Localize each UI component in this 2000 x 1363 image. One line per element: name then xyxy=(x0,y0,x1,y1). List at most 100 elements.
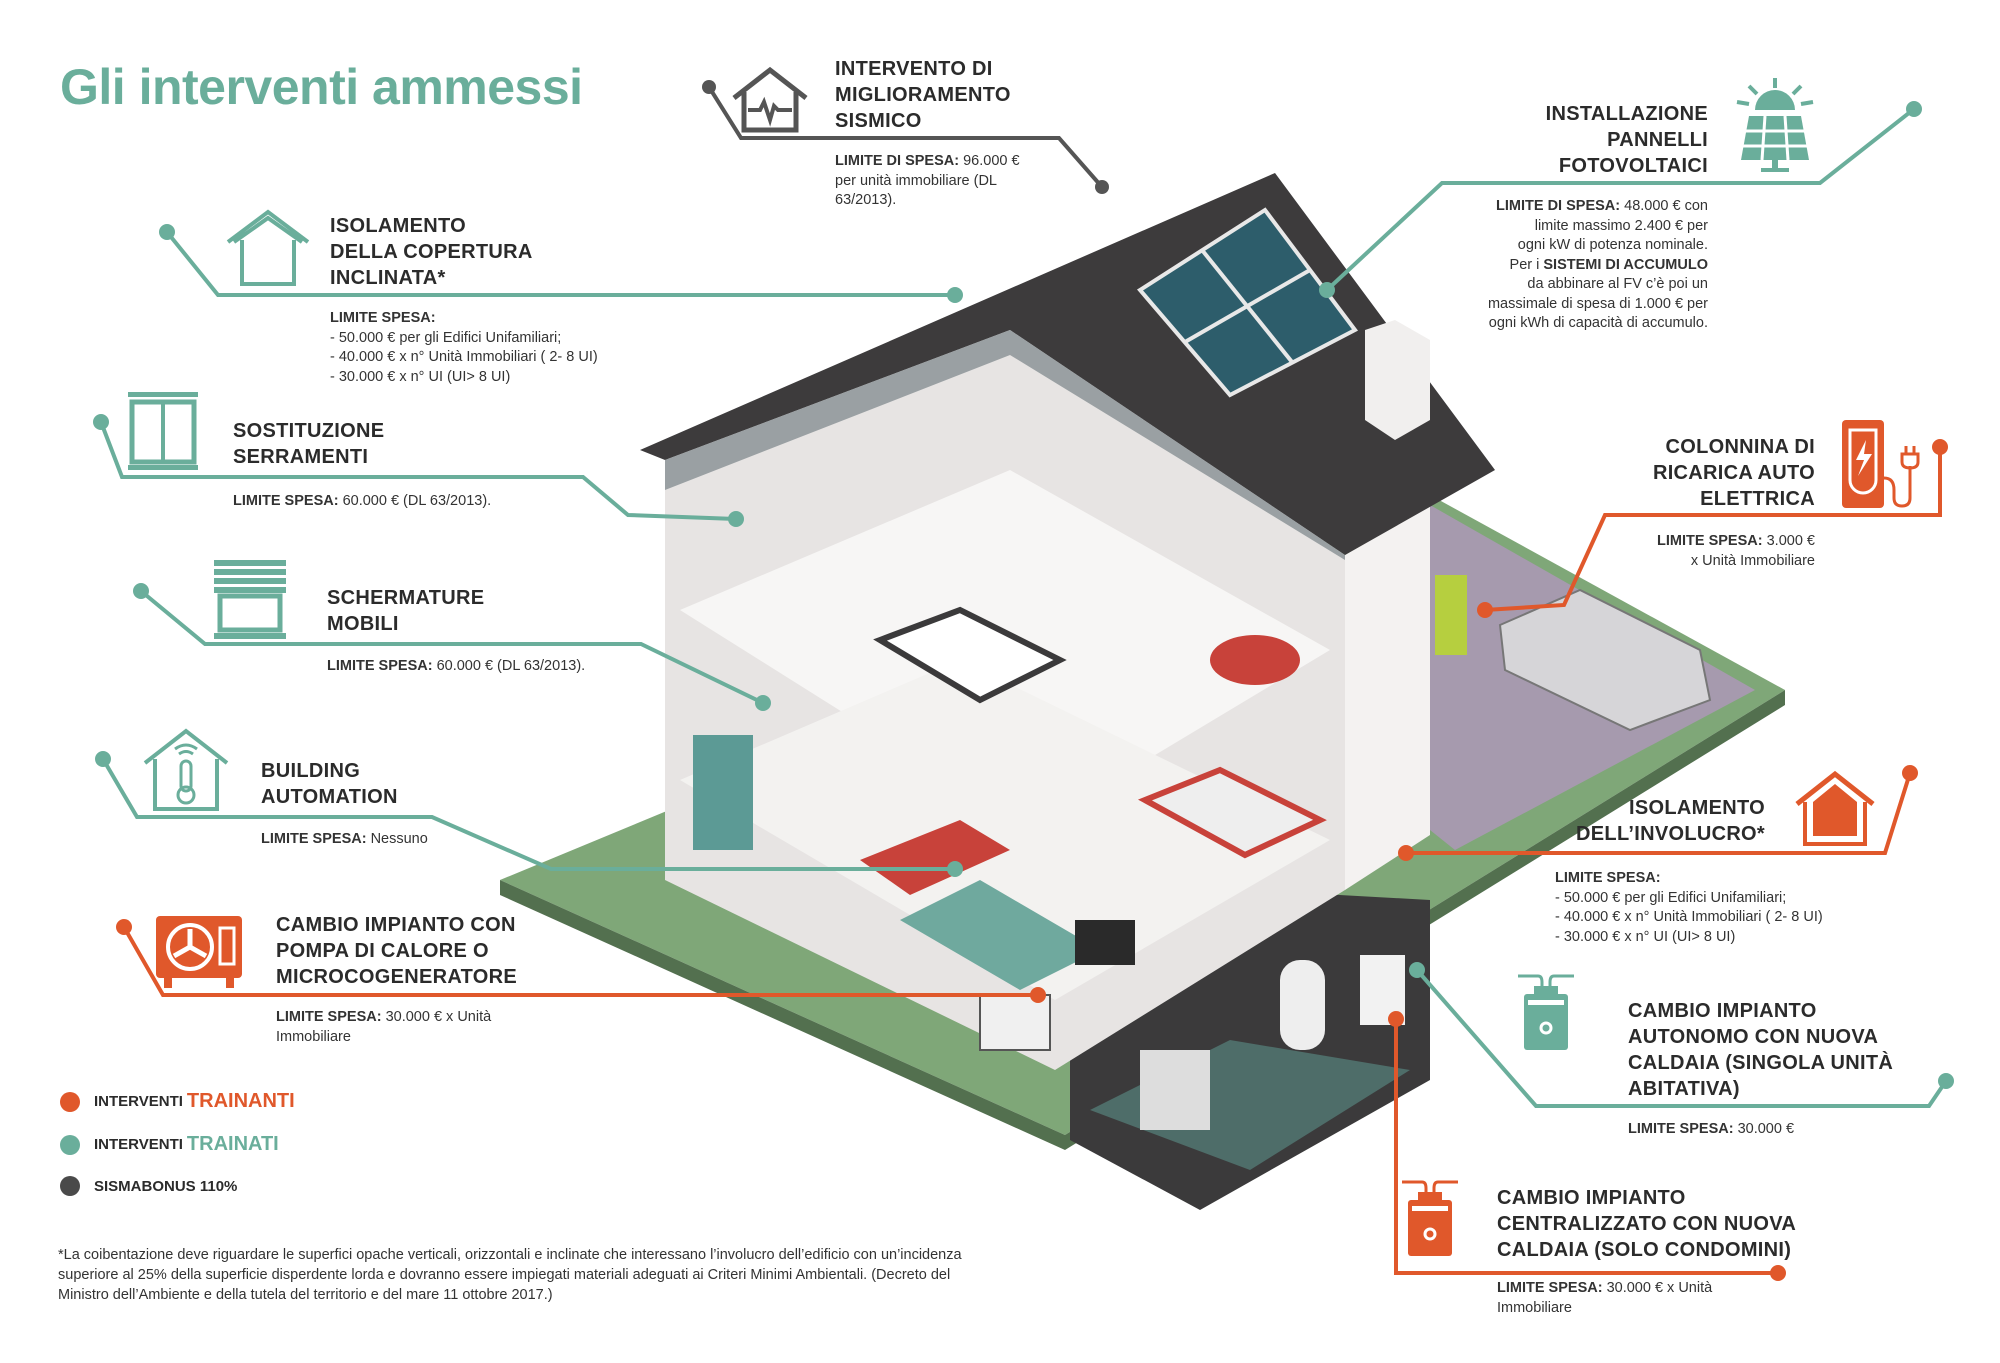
solar-panels xyxy=(1136,207,1359,398)
pompa-title-1: CAMBIO IMPIANTO CON xyxy=(276,914,516,936)
leader-sismico xyxy=(707,85,1104,189)
centralizzato-callout: CAMBIO IMPIANTO CENTRALIZZATO CON NUOVA … xyxy=(1497,1185,1796,1318)
leader-centralizzato xyxy=(1394,1019,1778,1275)
legend-highlight: TRAINANTI xyxy=(186,1090,295,1112)
chimney xyxy=(1365,320,1430,440)
pompa-limit-line: Immobiliare xyxy=(276,1028,351,1045)
automation-limit-label: LIMITE SPESA: xyxy=(261,831,367,847)
autonomo-title-2: AUTONOMO CON NUOVA xyxy=(1628,1026,1879,1048)
pompa-title-2: POMPA DI CALORE O xyxy=(276,940,489,962)
leader-fotovoltaico xyxy=(1325,107,1916,292)
involucro-limit-line: - 40.000 € x n° Unità Immobiliari ( 2- 8… xyxy=(1555,909,1823,925)
tv xyxy=(1075,920,1135,965)
leader-pompa xyxy=(122,926,1038,997)
copertura-limit-line: - 50.000 € per gli Edifici Unifamiliari; xyxy=(330,329,562,346)
blinds-icon xyxy=(214,560,286,639)
colonnina-title-2: RICARICA AUTO xyxy=(1652,462,1815,484)
leader-automation xyxy=(101,757,955,871)
colonnina-limit-value: 3.000 € xyxy=(1766,533,1815,549)
boiler-icon xyxy=(1402,1180,1458,1256)
house-seismic-icon xyxy=(732,66,808,133)
centralizzato-title-3: CALDAIA (SOLO CONDOMINI) xyxy=(1497,1239,1792,1261)
fotovoltaico-limit-line: limite massimo 2.400 € per xyxy=(1534,217,1708,234)
fotovoltaico-title-1: INSTALLAZIONE xyxy=(1545,103,1708,125)
accumulo-line: da abbinare al FV c’è poi un xyxy=(1527,276,1708,292)
involucro-limit-line: - 30.000 € x n° UI (UI> 8 UI) xyxy=(1555,928,1736,945)
legend-sismabonus: SISMABONUS 110% xyxy=(60,1176,237,1196)
table xyxy=(1210,635,1300,685)
involucro-limit-label: LIMITE SPESA: xyxy=(1555,870,1661,886)
smart-thermometer-icon xyxy=(143,728,229,811)
centralizzato-limit-label: LIMITE SPESA: xyxy=(1497,1280,1603,1296)
fotovoltaico-limit-line: ogni kW di potenza nominale. xyxy=(1517,237,1708,253)
copertura-title-3: INCLINATA* xyxy=(330,267,446,289)
centralizzato-title-2: CENTRALIZZATO CON NUOVA xyxy=(1497,1213,1797,1235)
involucro-callout: ISOLAMENTO DELL’INVOLUCRO* xyxy=(1576,795,1765,847)
ev-charger xyxy=(1435,575,1467,655)
house-right-wall xyxy=(1345,505,1430,890)
sismico-title-2: MIGLIORAMENTO xyxy=(835,84,1011,106)
schermature-title-2: MOBILI xyxy=(327,613,399,635)
copertura-callout: ISOLAMENTO DELLA COPERTURA INCLINATA* LI… xyxy=(330,213,598,387)
colonnina-title-1: COLONNINA DI xyxy=(1665,436,1815,458)
accumulo-prefix: Per i xyxy=(1509,256,1540,273)
autonomo-callout: CAMBIO IMPIANTO AUTONOMO CON NUOVA CALDA… xyxy=(1628,998,1893,1140)
accumulo-line: ogni kWh di capacità di accumulo. xyxy=(1488,315,1708,331)
washing-machine xyxy=(1140,1050,1210,1130)
fotovoltaico-limit-label: LIMITE DI SPESA: xyxy=(1496,198,1621,214)
autonomo-limit-label: LIMITE SPESA: xyxy=(1628,1121,1734,1137)
sismico-callout: INTERVENTO DI MIGLIORAMENTO SISMICO LIMI… xyxy=(835,56,1020,211)
legend-prefix: INTERVENTI xyxy=(94,1136,183,1153)
autonomo-title-3: CALDAIA (SINGOLA UNITÀ xyxy=(1628,1052,1894,1074)
pompa-title-3: MICROCOGENERATORE xyxy=(276,966,518,988)
leader-schermature xyxy=(139,589,764,705)
centralizzato-title-1: CAMBIO IMPIANTO xyxy=(1497,1187,1686,1209)
schermature-limit-label: LIMITE SPESA: xyxy=(327,658,433,674)
leader-copertura xyxy=(165,230,955,297)
copertura-title-2: DELLA COPERTURA xyxy=(330,241,533,263)
teal-dot-icon xyxy=(60,1134,80,1155)
solar-panel-icon xyxy=(1736,78,1814,172)
colonnina-limit-label: LIMITE SPESA: xyxy=(1657,533,1763,549)
colonnina-callout: COLONNINA DI RICARICA AUTO ELETTRICA LIM… xyxy=(1653,434,1815,571)
leader-serramenti xyxy=(99,421,737,521)
pompa-callout: CAMBIO IMPIANTO CON POMPA DI CALORE O MI… xyxy=(276,912,517,1047)
boiler-icon xyxy=(1518,974,1574,1050)
footnote: *La coibentazione deve riguardare le sup… xyxy=(58,1247,962,1303)
ev-charger-icon xyxy=(1842,420,1920,508)
copertura-title-1: ISOLAMENTO xyxy=(330,215,466,237)
legend-trainanti: INTERVENTI TRAINANTI xyxy=(60,1090,295,1113)
serramenti-title-1: SOSTITUZIONE xyxy=(233,420,385,442)
fotovoltaico-callout: INSTALLAZIONE PANNELLI FOTOVOLTAICI LIMI… xyxy=(1488,101,1708,334)
schermature-limit-value: 60.000 € (DL 63/2013). xyxy=(436,658,586,674)
centralizzato-limit-value: 30.000 € x Unità xyxy=(1606,1280,1713,1296)
house-filled-icon xyxy=(1795,770,1875,846)
page-title: Gli interventi ammessi xyxy=(60,59,583,115)
serramenti-callout: SOSTITUZIONE SERRAMENTI LIMITE SPESA: 60… xyxy=(233,418,491,512)
sofa xyxy=(860,820,1010,895)
pompa-limit-label: LIMITE SPESA: xyxy=(276,1009,382,1025)
fridge xyxy=(693,735,753,850)
bed xyxy=(873,606,1067,704)
orange-dot-icon xyxy=(60,1091,80,1112)
colonnina-title-3: ELETTRICA xyxy=(1700,488,1815,510)
involucro-limit-line: - 50.000 € per gli Edifici Unifamiliari; xyxy=(1555,889,1787,906)
fotovoltaico-title-3: FOTOVOLTAICI xyxy=(1558,155,1708,177)
schermature-title-1: SCHERMATURE xyxy=(327,587,485,609)
copertura-limit-line: - 30.000 € x n° UI (UI> 8 UI) xyxy=(330,368,511,385)
centralizzato-limit-line: Immobiliare xyxy=(1497,1299,1572,1316)
copertura-limit-label: LIMITE SPESA: xyxy=(330,310,436,326)
pompa-limit-value: 30.000 € x Unità xyxy=(385,1009,492,1025)
lower-floor xyxy=(680,660,1330,1000)
sismico-limit-label: LIMITE DI SPESA: xyxy=(835,153,960,169)
accumulo-line: massimale di spesa di 1.000 € per xyxy=(1487,295,1708,312)
legend-trainati: INTERVENTI TRAINATI xyxy=(60,1133,279,1156)
involucro-title-1: ISOLAMENTO xyxy=(1629,797,1765,819)
dining-table xyxy=(1137,766,1327,859)
sismico-title-1: INTERVENTO DI xyxy=(835,58,993,80)
schermature-callout: SCHERMATURE MOBILI LIMITE SPESA: 60.000 … xyxy=(327,585,585,677)
colonnina-limit-line: x Unità Immobiliare xyxy=(1690,552,1815,569)
autonomo-title-4: ABITATIVA) xyxy=(1628,1078,1740,1100)
